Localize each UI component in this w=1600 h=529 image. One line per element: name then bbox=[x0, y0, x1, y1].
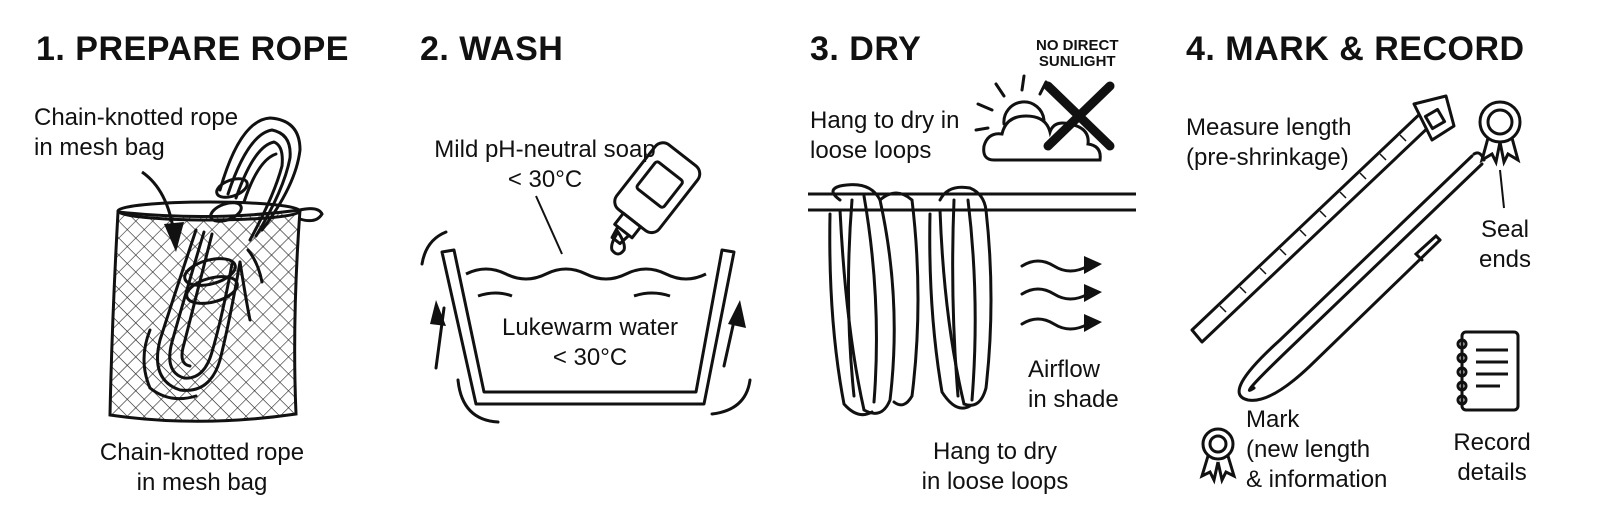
airflow-label-line1: Airflow bbox=[1028, 356, 1101, 383]
measure-label: Measure length (pre-shrinkage) bbox=[1186, 113, 1351, 173]
measure-label-line1: Measure length bbox=[1186, 114, 1352, 141]
dry-illustration bbox=[800, 0, 1200, 529]
seal-label-line2: ends bbox=[1478, 246, 1532, 273]
step-mark-record: 4. MARK & RECORD Measure length (pre-shr… bbox=[1186, 0, 1600, 529]
mark-label-line1: Mark bbox=[1246, 406, 1300, 433]
soap-bottle-icon bbox=[595, 139, 704, 257]
hang-label-top-line2: loose loops bbox=[810, 137, 932, 164]
knotted-rope-icon bbox=[144, 118, 300, 399]
mark-label-line3: & information bbox=[1246, 466, 1388, 493]
water-label: Lukewarm water < 30°C bbox=[490, 313, 690, 373]
mark-label-line2: (new length bbox=[1246, 436, 1371, 463]
record-label: Record details bbox=[1444, 428, 1540, 488]
hang-label-bottom: Hang to dry in loose loops bbox=[880, 437, 1110, 497]
rope-loop-icon bbox=[1239, 153, 1484, 401]
rope-label-bottom-line2: in mesh bag bbox=[136, 469, 268, 496]
step-title: 2. WASH bbox=[420, 30, 564, 68]
swirl-arrowheads bbox=[430, 300, 746, 328]
mesh-bag-icon bbox=[110, 202, 322, 421]
step-title: 3. DRY bbox=[810, 30, 922, 68]
record-label-line2: details bbox=[1457, 459, 1527, 486]
seal-label: Seal ends bbox=[1470, 215, 1540, 275]
hanging-loops-icon bbox=[830, 185, 991, 415]
water-label-line2: < 30°C bbox=[552, 344, 628, 371]
drying-rail-icon bbox=[808, 194, 1136, 210]
soap-pointer-line bbox=[536, 196, 562, 254]
rope-label-top: Chain-knotted rope in mesh bag bbox=[34, 103, 238, 163]
hang-label-top: Hang to dry in loose loops bbox=[810, 106, 959, 166]
cross-mark-icon bbox=[1048, 86, 1110, 146]
record-label-line1: Record bbox=[1453, 429, 1531, 456]
airflow-arrows-icon bbox=[1022, 261, 1088, 329]
seal-pointer-line bbox=[1500, 170, 1504, 208]
rope-label-top-line1: Chain-knotted rope bbox=[34, 104, 239, 131]
step-title: 4. MARK & RECORD bbox=[1186, 30, 1525, 68]
water-label-line1: Lukewarm water bbox=[501, 314, 679, 341]
hang-label-top-line1: Hang to dry in bbox=[810, 107, 960, 134]
step-title: 1. PREPARE ROPE bbox=[36, 30, 349, 68]
wash-basin-icon bbox=[442, 250, 734, 404]
soap-label-line2: < 30°C bbox=[507, 166, 583, 193]
rosette-badge-icon bbox=[1480, 102, 1520, 162]
tape-measure-icon bbox=[1192, 96, 1454, 342]
water-drop-icon bbox=[612, 232, 625, 254]
soap-label: Mild pH-neutral soap < 30°C bbox=[420, 135, 670, 195]
step-dry: 3. DRY NO DIRECT SUNLIGHT Hang to dry in… bbox=[800, 0, 1200, 529]
mark-record-illustration bbox=[1200, 0, 1600, 529]
seal-label-line1: Seal bbox=[1480, 216, 1530, 243]
rope-label-top-line2: in mesh bag bbox=[34, 134, 165, 161]
measure-label-line2: (pre-shrinkage) bbox=[1186, 144, 1349, 171]
no-sunlight-warning: NO DIRECT SUNLIGHT bbox=[1036, 38, 1119, 70]
step-wash: 2. WASH Mild pH-neutral soap < 30°C Luke… bbox=[400, 0, 800, 529]
soap-label-line1: Mild pH-neutral soap bbox=[434, 136, 656, 163]
wash-illustration bbox=[400, 0, 800, 529]
pointer-arrow-icon bbox=[142, 172, 184, 252]
step-prepare-rope: 1. PREPARE ROPE Chain-knotted rope in me… bbox=[0, 0, 400, 529]
airflow-label: Airflow in shade bbox=[1028, 355, 1119, 415]
prepare-rope-illustration bbox=[0, 0, 400, 529]
rope-label-bottom: Chain-knotted rope in mesh bag bbox=[86, 438, 318, 498]
airflow-label-line2: in shade bbox=[1028, 386, 1119, 413]
warning-line2: SUNLIGHT bbox=[1038, 53, 1116, 70]
hang-label-bottom-line1: Hang to dry bbox=[932, 438, 1058, 465]
tape-ticks bbox=[1220, 135, 1406, 312]
mark-label: Mark (new length & information bbox=[1246, 405, 1387, 495]
airflow-arrowheads bbox=[1084, 256, 1102, 332]
notebook-icon bbox=[1458, 332, 1518, 410]
hang-label-bottom-line2: in loose loops bbox=[921, 468, 1069, 495]
rope-label-bottom-line1: Chain-knotted rope bbox=[99, 439, 305, 466]
warning-line1: NO DIRECT bbox=[1036, 37, 1119, 54]
rosette-badge-small-icon bbox=[1202, 429, 1234, 480]
